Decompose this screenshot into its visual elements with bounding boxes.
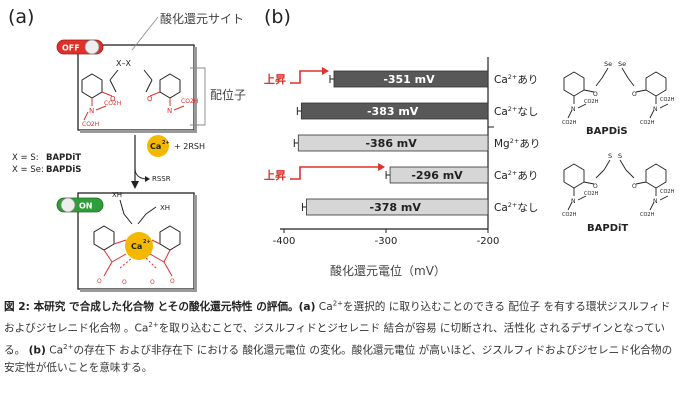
chart-category-label: Ca2+なし <box>494 201 538 214</box>
svg-text:X–X: X–X <box>116 59 131 68</box>
svg-text:O: O <box>593 91 598 98</box>
caption-a-text-2: を選択的 に取り込むことのできる 配位子 を有する環状ジスルフィドおよびジセレニ… <box>4 301 671 335</box>
svg-text:S: S <box>608 152 612 160</box>
caption-b-text-1: Ca <box>49 344 64 357</box>
off-switch: OFF <box>56 39 104 55</box>
svg-text:2+: 2+ <box>162 140 170 146</box>
on-label: ON <box>79 202 93 211</box>
svg-text:O: O <box>150 279 155 286</box>
svg-text:CO2H: CO2H <box>562 120 577 126</box>
svg-text:CO2H: CO2H <box>181 98 198 105</box>
rise-label: 上昇 <box>264 72 286 86</box>
svg-text:CO2H: CO2H <box>104 100 121 107</box>
active-structure: XH XH Ca 2+ O O O O <box>93 191 181 286</box>
byproduct-label: RSSR <box>152 175 171 183</box>
chart-bar <box>333 70 489 88</box>
bapdis-structure: Se Se O O N N CO2H CO2H CO2H CO2H <box>562 60 675 126</box>
caption-b-text-2: の存在下 および非存在下 における 酸化還元電位 の変化。酸化還元電位 が高いほ… <box>4 344 673 375</box>
svg-text:O: O <box>97 278 102 285</box>
chart-bar-label: -296 mV <box>411 169 463 182</box>
svg-text:N: N <box>653 106 658 113</box>
chart-bar-label: -383 mV <box>367 105 419 118</box>
caption-a-text-3: を取り込むことで、ジスルフィドとジセレニド 結合が容易 に切断され、活性化 され… <box>4 322 666 357</box>
svg-text:O: O <box>632 91 637 98</box>
svg-text:O: O <box>147 95 153 103</box>
reagent-label: + 2RSH <box>174 142 205 151</box>
panel-b-label: (b) <box>264 6 291 28</box>
caption-a-text-1: Ca <box>318 301 333 313</box>
svg-text:X = S:: X = S: <box>12 153 39 163</box>
svg-text:CO2H: CO2H <box>640 212 655 218</box>
chart-bar <box>306 198 489 216</box>
redox-site-label: 酸化還元サイト <box>160 12 245 26</box>
caption-b-mark: (b) <box>28 344 46 357</box>
svg-text:N: N <box>653 198 658 205</box>
svg-text:X = Se:: X = Se: <box>12 165 44 175</box>
panel-a-label: (a) <box>8 6 35 28</box>
caption-a-mark: (a) <box>298 301 316 313</box>
chart-x-axis-label: 酸化還元電位（mV） <box>330 264 446 278</box>
svg-text:CO2H: CO2H <box>562 212 577 218</box>
svg-text:CO2H: CO2H <box>584 99 599 105</box>
chart-category-label: Ca2+あり <box>494 73 538 86</box>
inactive-compound-box <box>77 44 195 131</box>
caption-head: 図 2: 本研究 で合成した化合物 とその酸化還元特性 の評価。 <box>4 301 299 313</box>
svg-text:XH: XH <box>160 204 170 212</box>
svg-text:S: S <box>618 152 622 160</box>
bapdit-name: BAPDiT <box>587 223 629 234</box>
chart-x-tick-label: -200 <box>477 236 500 247</box>
rise-label: 上昇 <box>264 168 286 182</box>
svg-text:Se: Se <box>604 60 612 68</box>
svg-text:N: N <box>89 107 94 115</box>
svg-text:CO2H: CO2H <box>82 121 99 128</box>
svg-text:O: O <box>122 279 127 286</box>
svg-text:O: O <box>110 95 116 103</box>
caption-b-sup: 2+ <box>63 342 74 351</box>
caption-a-sup-2: 2+ <box>148 321 159 329</box>
chart-category-label: Ca2+あり <box>494 169 538 182</box>
figure-caption: 図 2: 本研究 で合成した化合物 とその酸化還元特性 の評価。(a) Ca2+… <box>4 298 677 377</box>
chart-category-label: Ca2+なし <box>494 105 538 118</box>
svg-text:CO2H: CO2H <box>660 97 675 103</box>
ligand-label: 配位子 <box>210 88 247 102</box>
svg-text:O: O <box>632 183 637 190</box>
caption-a-sup: 2+ <box>332 299 344 308</box>
rise-arrowhead <box>378 163 386 171</box>
svg-text:Ca: Ca <box>131 242 142 251</box>
svg-text:N: N <box>167 107 172 115</box>
svg-text:CO2H: CO2H <box>660 189 675 195</box>
svg-text:N: N <box>571 198 576 205</box>
chart-x-tick-label: -400 <box>273 236 296 247</box>
chart-bar-label: -378 mV <box>370 201 422 214</box>
chart-bar-label: -351 mV <box>383 73 435 86</box>
rise-arrow <box>290 70 322 84</box>
svg-text:O: O <box>593 183 598 190</box>
svg-text:CO2H: CO2H <box>584 191 599 197</box>
svg-text:BAPDiT: BAPDiT <box>46 153 81 163</box>
calcium-ion <box>147 135 169 157</box>
panel-a-diagram: OFF X–X O O N N CO2H CO2H CO2H Ca 2+ + 2… <box>12 16 206 292</box>
chart-bar <box>389 166 489 184</box>
svg-text:Se: Se <box>618 60 626 68</box>
chart-bar-label: -386 mV <box>365 137 417 150</box>
svg-text:2+: 2+ <box>143 239 151 245</box>
svg-text:N: N <box>571 106 576 113</box>
rise-arrow <box>290 166 379 180</box>
svg-text:Ca: Ca <box>150 142 161 151</box>
svg-text:XH: XH <box>112 191 122 199</box>
inactive-structure: X–X O O N N CO2H CO2H CO2H <box>81 59 198 128</box>
bapdit-structure: S S O O N N CO2H CO2H CO2H CO2H <box>562 152 675 218</box>
svg-text:CO2H: CO2H <box>640 120 655 126</box>
svg-text:BAPDiS: BAPDiS <box>46 165 81 175</box>
chart-x-tick-label: -300 <box>375 236 398 247</box>
on-switch: ON <box>56 197 104 213</box>
rise-arrowhead <box>321 67 329 75</box>
svg-text:O: O <box>170 278 175 285</box>
bapdis-name: BAPDiS <box>586 126 628 137</box>
off-label: OFF <box>62 44 80 53</box>
chart-category-label: Mg2+あり <box>494 137 540 150</box>
